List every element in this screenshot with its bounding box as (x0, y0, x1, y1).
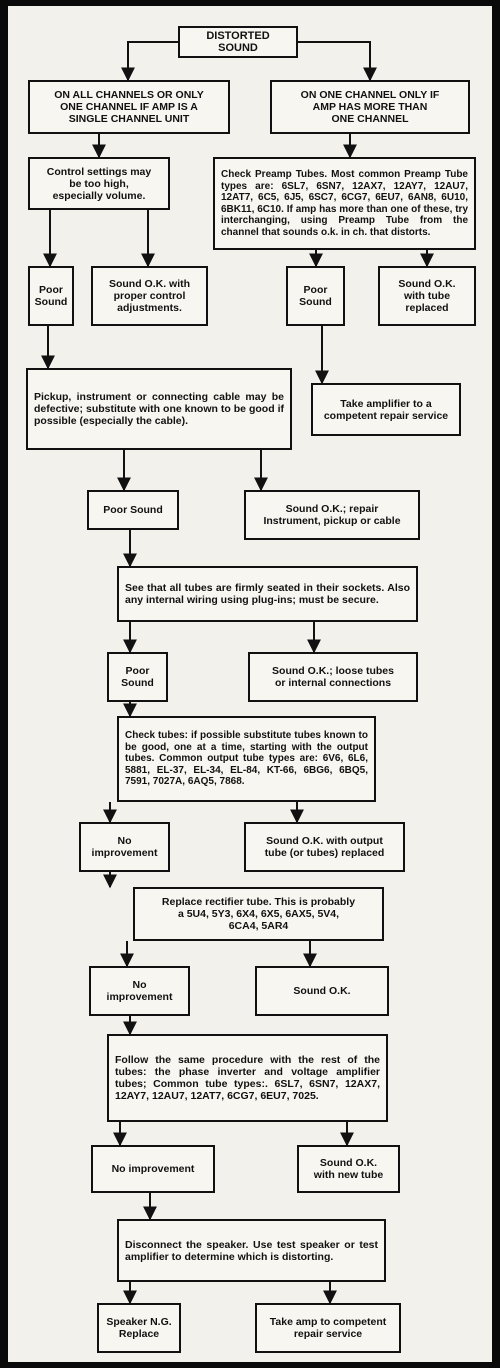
node-ok-output-replaced: Sound O.K. with output tube (or tubes) r… (244, 822, 405, 872)
node-distorted-sound: DISTORTED SOUND (178, 26, 298, 58)
node-poor-sound-2: Poor Sound (286, 266, 345, 326)
node-all-channels: ON ALL CHANNELS OR ONLY ONE CHANNEL IF A… (28, 80, 230, 134)
node-ok-repair-instrument: Sound O.K.; repair Instrument, pickup or… (244, 490, 420, 540)
node-poor-sound-1: Poor Sound (28, 266, 74, 326)
node-no-improvement-3: No improvement (91, 1145, 215, 1193)
node-ok-new-tube: Sound O.K. with new tube (297, 1145, 400, 1193)
node-poor-sound-4: Poor Sound (107, 652, 168, 702)
node-disconnect-speaker: Disconnect the speaker. Use test speaker… (117, 1219, 386, 1282)
node-sound-ok: Sound O.K. (255, 966, 389, 1016)
node-poor-sound-3: Poor Sound (87, 490, 179, 530)
node-no-improvement-2: No improvement (89, 966, 190, 1016)
node-check-preamp: Check Preamp Tubes. Most common Preamp T… (213, 157, 476, 250)
node-replace-rectifier: Replace rectifier tube. This is probably… (133, 887, 384, 941)
node-follow-procedure: Follow the same procedure with the rest … (107, 1034, 388, 1122)
node-speaker-ng: Speaker N.G. Replace (97, 1303, 181, 1353)
node-ok-tube-replaced: Sound O.K. with tube replaced (378, 266, 476, 326)
arrow-start-to-all-channels (121, 41, 178, 82)
node-one-channel: ON ONE CHANNEL ONLY IF AMP HAS MORE THAN… (270, 80, 470, 134)
node-take-amp-repair-1: Take amplifier to a competent repair ser… (311, 383, 461, 436)
node-ok-controls: Sound O.K. with proper control adjustmen… (91, 266, 208, 326)
node-take-amp-repair-2: Take amp to competent repair service (255, 1303, 401, 1353)
arrow-start-to-one-channel (298, 41, 377, 82)
node-no-improvement-1: No improvement (79, 822, 170, 872)
node-control-settings: Control settings may be too high, especi… (28, 157, 170, 210)
node-ok-loose-tubes: Sound O.K.; loose tubes or internal conn… (248, 652, 418, 702)
node-tubes-seated: See that all tubes are firmly seated in … (117, 566, 418, 622)
node-pickup-defective: Pickup, instrument or connecting cable m… (26, 368, 292, 450)
node-check-tubes: Check tubes: if possible substitute tube… (117, 716, 376, 802)
